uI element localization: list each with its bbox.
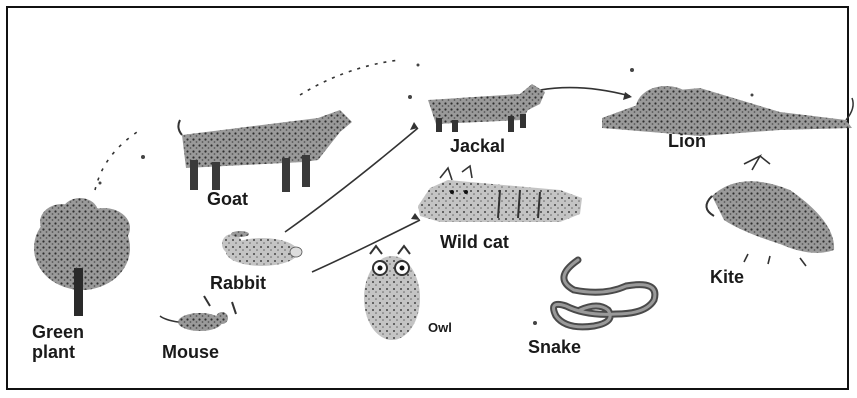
wild-cat-drawing: [418, 166, 582, 222]
label-mouse: Mouse: [162, 342, 219, 362]
label-snake: Snake: [528, 337, 581, 357]
arrow-faint-top: [300, 60, 400, 95]
label-green-plant-line2: plant: [32, 342, 75, 362]
arrow-faint-left: [95, 130, 140, 190]
jackal-drawing: [428, 84, 545, 132]
arrow-jackal-to-lion: [540, 88, 630, 96]
arrowhead-wildcat: [411, 213, 420, 220]
green-plant-drawing: [34, 198, 130, 316]
arrowhead-lion: [623, 92, 632, 100]
label-rabbit: Rabbit: [210, 273, 266, 293]
label-jackal: Jackal: [450, 136, 505, 156]
label-wild-cat: Wild cat: [440, 232, 509, 252]
goat-drawing: [178, 110, 352, 192]
mouse-drawing: [160, 296, 236, 331]
label-green-plant-line1: Green: [32, 322, 84, 342]
label-goat: Goat: [207, 189, 248, 209]
label-lion: Lion: [668, 131, 706, 151]
owl-drawing: [364, 246, 420, 340]
label-owl: Owl: [428, 318, 452, 338]
rabbit-drawing: [222, 231, 302, 266]
snake-drawing: [554, 260, 655, 327]
food-chain-arrows: [95, 60, 632, 272]
lion-drawing: [602, 86, 853, 136]
label-kite: Kite: [710, 267, 744, 287]
kite-drawing: [706, 156, 834, 266]
